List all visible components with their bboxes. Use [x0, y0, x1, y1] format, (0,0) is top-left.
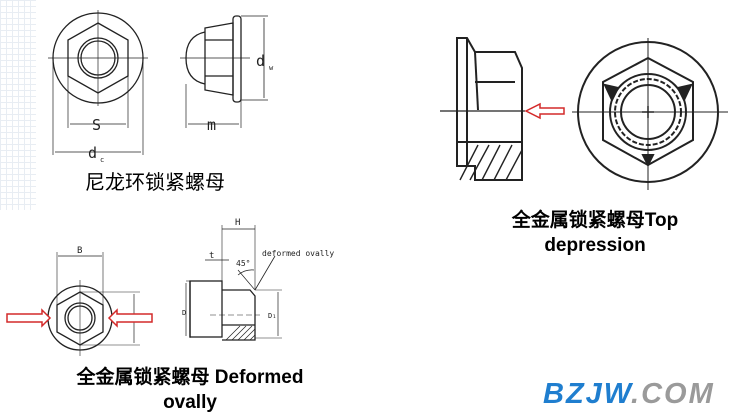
figure1-caption: 尼龙环锁紧螺母 — [85, 172, 225, 194]
logo-brand: BZJW — [543, 378, 632, 410]
dim-b-label: B — [77, 246, 82, 256]
figure3-caption-line2: depression — [544, 235, 646, 256]
top-depression-nut-side-view — [440, 37, 525, 181]
dim-d1-label: D₁ — [268, 312, 276, 320]
deformed-nut-side-view — [185, 225, 282, 341]
deformed-nut-front-view — [47, 252, 140, 356]
nylon-nut-front-view — [48, 10, 148, 155]
dim-h-label: H — [235, 218, 240, 228]
logo-suffix: .COM — [631, 378, 715, 410]
figure2-caption-line1: 全金属锁紧螺母 Deformed — [76, 367, 304, 388]
dim-dc-label: d — [88, 144, 97, 162]
nylon-nut-side-view — [180, 15, 268, 128]
dim-d-label: D — [182, 309, 186, 317]
background-grid — [0, 0, 36, 210]
depression-arrow — [524, 102, 565, 120]
compression-arrow-left — [6, 308, 52, 328]
figure2-caption-line2: ovally — [163, 392, 217, 413]
dim-t-label: t — [209, 251, 214, 261]
dim-dc-subscript: c — [100, 156, 104, 164]
top-depression-nut-front-view — [572, 38, 728, 190]
angle-label: 45° — [236, 259, 250, 268]
dim-s-label: S — [92, 116, 101, 134]
bzjw-logo: BZJW.COM — [543, 378, 715, 411]
compression-arrow-right — [107, 308, 153, 328]
dim-m-label: m — [207, 116, 216, 134]
dim-dw-subscript: w — [269, 64, 274, 72]
figure3-caption-line1: 全金属锁紧螺母Top — [511, 210, 679, 231]
dim-dw-label: d — [256, 52, 265, 70]
deformed-ovally-note: deformed ovally — [262, 249, 334, 258]
